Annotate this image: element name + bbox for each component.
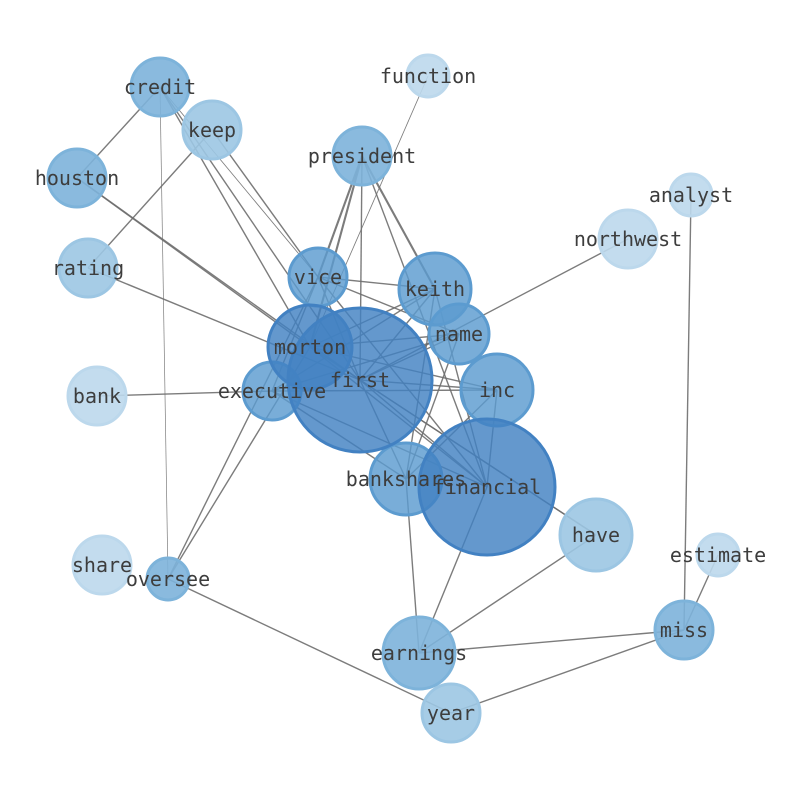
edge-analyst-miss <box>683 194 692 631</box>
edge-earnings-miss <box>418 629 685 654</box>
node-label-name: name <box>435 322 483 346</box>
node-label-executive: executive <box>218 379 326 403</box>
edge-credit-oversee <box>159 86 169 580</box>
node-keep[interactable] <box>181 99 243 161</box>
node-circle-bank[interactable] <box>66 365 128 427</box>
edge-oversee-year <box>167 578 452 714</box>
node-bank[interactable] <box>66 365 128 427</box>
node-label-analyst: analyst <box>649 183 733 207</box>
node-analyst[interactable] <box>668 172 714 218</box>
node-circle-houston[interactable] <box>46 147 108 209</box>
node-circle-president[interactable] <box>331 125 393 187</box>
node-label-have: have <box>572 523 620 547</box>
node-circle-estimate[interactable] <box>695 532 741 578</box>
node-label-credit: credit <box>124 75 196 99</box>
node-label-vice: vice <box>294 265 342 289</box>
node-label-estimate: estimate <box>670 543 766 567</box>
node-earnings[interactable] <box>381 615 457 691</box>
node-northwest[interactable] <box>597 208 659 270</box>
node-circle-financial[interactable] <box>417 417 557 557</box>
node-circle-function[interactable] <box>405 53 451 99</box>
node-label-morton: morton <box>274 335 346 359</box>
node-circle-earnings[interactable] <box>381 615 457 691</box>
node-label-bank: bank <box>73 384 121 408</box>
node-label-northwest: northwest <box>574 227 682 251</box>
node-label-share: share <box>72 553 132 577</box>
node-function[interactable] <box>405 53 451 99</box>
node-label-first: first <box>330 368 390 392</box>
edge-keep-rating <box>87 129 213 269</box>
node-circle-credit[interactable] <box>129 56 191 118</box>
node-circle-rating[interactable] <box>57 237 119 299</box>
node-label-bankshares: bankshares <box>346 467 466 491</box>
node-circle-keep[interactable] <box>181 99 243 161</box>
node-circle-oversee[interactable] <box>145 556 191 602</box>
node-first[interactable] <box>286 306 434 454</box>
node-circle-northwest[interactable] <box>597 208 659 270</box>
node-have[interactable] <box>558 497 634 573</box>
node-circle-share[interactable] <box>71 534 133 596</box>
edge-miss-year <box>450 629 685 714</box>
node-label-president: president <box>308 144 416 168</box>
node-label-miss: miss <box>660 618 708 642</box>
node-label-houston: houston <box>35 166 119 190</box>
node-keith[interactable] <box>397 251 473 327</box>
node-label-function: function <box>380 64 476 88</box>
node-circle-keith[interactable] <box>397 251 473 327</box>
node-label-keith: keith <box>405 277 465 301</box>
node-houston[interactable] <box>46 147 108 209</box>
node-label-oversee: oversee <box>126 567 210 591</box>
node-label-financial: financial <box>433 475 541 499</box>
node-financial[interactable] <box>417 417 557 557</box>
node-circle-first[interactable] <box>286 306 434 454</box>
node-label-rating: rating <box>52 256 124 280</box>
node-miss[interactable] <box>653 599 715 661</box>
node-circle-miss[interactable] <box>653 599 715 661</box>
node-label-earnings: earnings <box>371 641 467 665</box>
node-rating[interactable] <box>57 237 119 299</box>
node-circle-analyst[interactable] <box>668 172 714 218</box>
node-credit[interactable] <box>129 56 191 118</box>
node-circle-have[interactable] <box>558 497 634 573</box>
node-share[interactable] <box>71 534 133 596</box>
edge-credit-vice <box>159 86 319 278</box>
node-president[interactable] <box>331 125 393 187</box>
node-year[interactable] <box>420 682 482 744</box>
node-estimate[interactable] <box>695 532 741 578</box>
nodes-layer: function analyst northwest bank share estimat… <box>35 53 766 744</box>
node-label-year: year <box>427 701 475 725</box>
node-oversee[interactable] <box>145 556 191 602</box>
node-label-inc: inc <box>479 378 515 402</box>
node-circle-year[interactable] <box>420 682 482 744</box>
node-label-keep: keep <box>188 118 236 142</box>
